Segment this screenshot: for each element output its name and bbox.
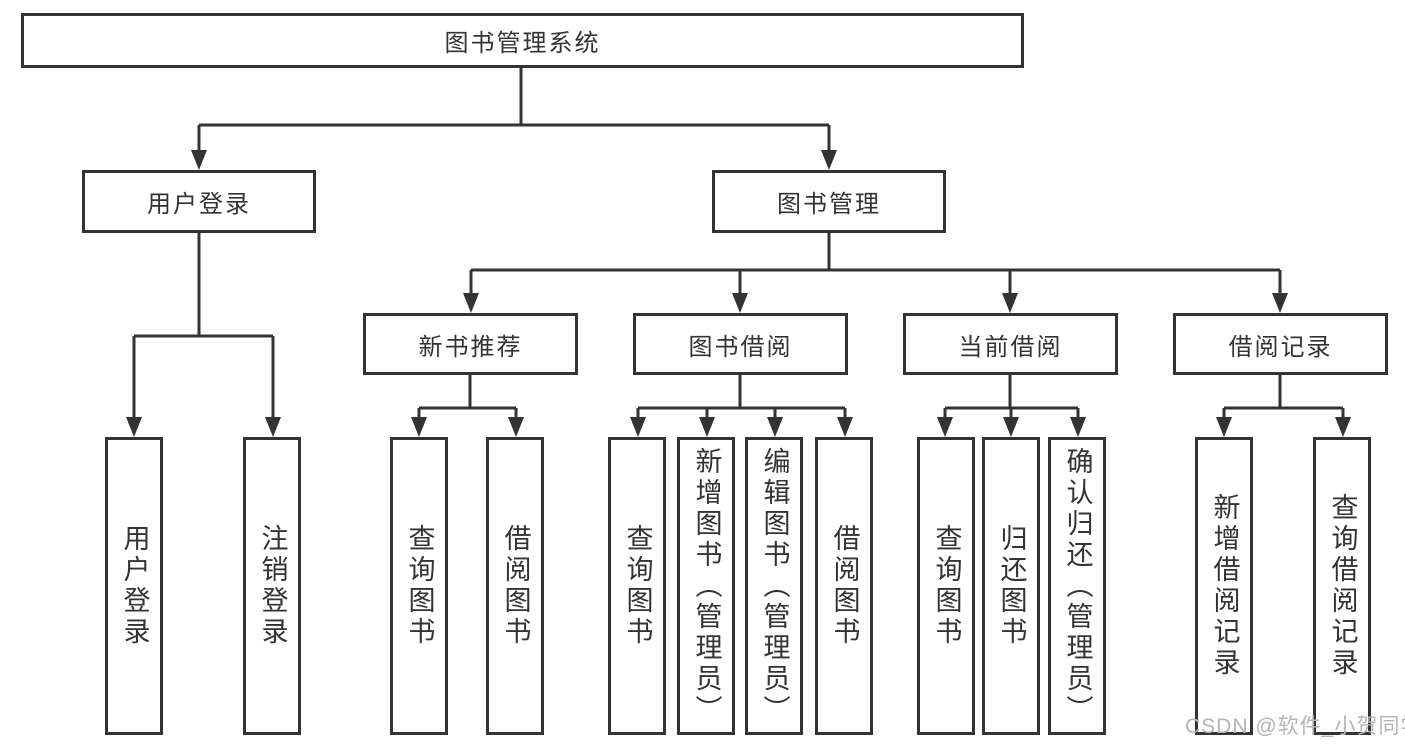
node-leaf-query-books: 查询图书 — [390, 437, 448, 735]
node-leaf-user-login: 用户登录 — [105, 437, 163, 735]
node-borrow-records: 借阅记录 — [1173, 313, 1388, 375]
node-book-management: 图书管理 — [712, 170, 946, 233]
node-new-book-recommend: 新书推荐 — [363, 313, 578, 375]
node-leaf-add-borrow-record: 新增借阅记录 — [1195, 437, 1253, 735]
node-leaf-borrow-books: 借阅图书 — [486, 437, 544, 735]
node-library-system: 图书管理系统 — [21, 13, 1024, 68]
node-leaf-edit-book-admin: 编辑图书（管理员） — [745, 437, 803, 735]
node-leaf-confirm-return-admin: 确认归还（管理员） — [1048, 437, 1106, 735]
node-leaf-add-book-admin: 新增图书（管理员） — [677, 437, 735, 735]
node-leaf-borrow-books: 借阅图书 — [815, 437, 873, 735]
node-leaf-query-books: 查询图书 — [608, 437, 666, 735]
node-current-borrowing: 当前借阅 — [903, 313, 1118, 375]
node-book-borrowing: 图书借阅 — [633, 313, 848, 375]
arrowhead-icons — [126, 150, 1351, 437]
connector-path — [132, 68, 1345, 419]
node-leaf-query-borrow-record: 查询借阅记录 — [1313, 437, 1371, 735]
node-leaf-query-books: 查询图书 — [917, 437, 975, 735]
node-leaf-return-books: 归还图书 — [982, 437, 1040, 735]
node-user-login: 用户登录 — [82, 170, 316, 233]
csdn-watermark: CSDN @软件_小贺同学 — [1185, 715, 1405, 738]
node-leaf-logout: 注销登录 — [243, 437, 301, 735]
